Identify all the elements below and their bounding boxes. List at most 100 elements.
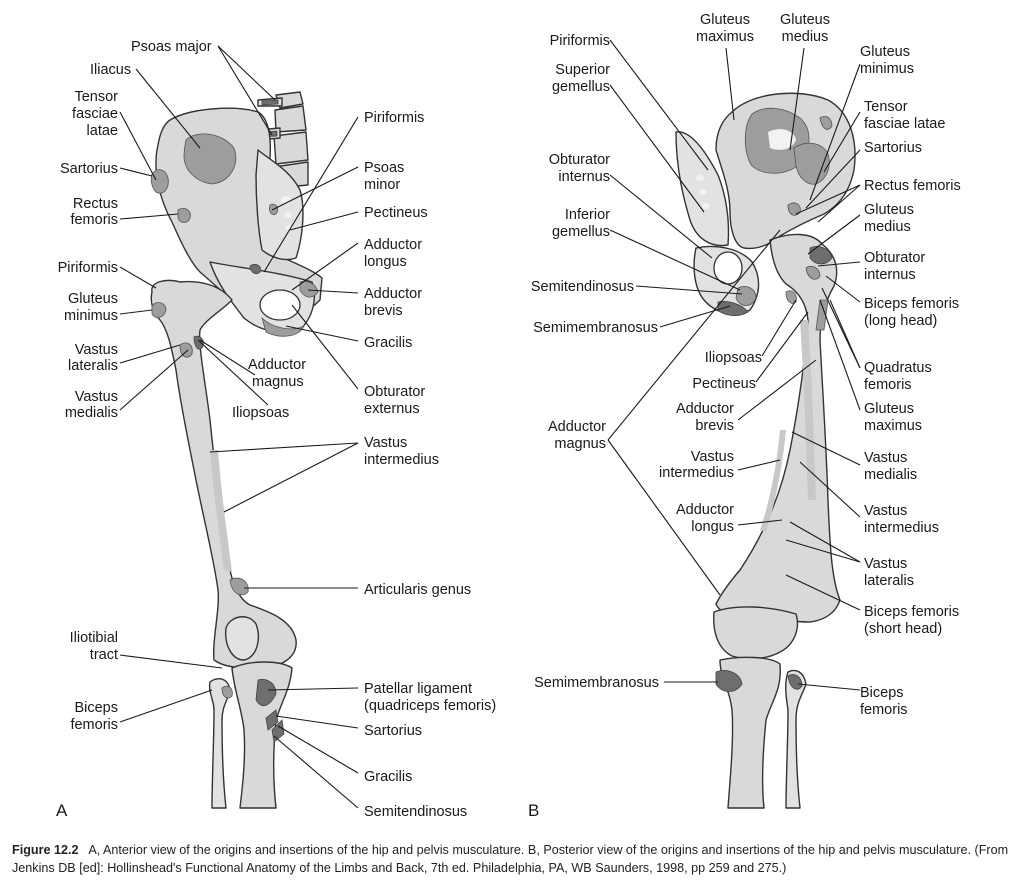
label-adductor-longus-b-2: longus: [691, 519, 734, 535]
label-obturator-externus-1: Obturator: [364, 384, 425, 400]
label-vastus-medialis-a-1: Vastus: [75, 389, 118, 405]
label-pectineus-a: Pectineus: [364, 205, 428, 221]
label-vastus-intermedius-b-right-2: intermedius: [864, 520, 939, 536]
label-biceps-femoris-a-2: femoris: [70, 717, 118, 733]
label-semitendinosus-a: Semitendinosus: [364, 804, 467, 820]
label-piriformis-b: Piriformis: [550, 33, 610, 49]
label-vastus-intermedius-a-1: Vastus: [364, 435, 407, 451]
label-semimembranosus-insertion: Semimembranosus: [534, 675, 659, 691]
label-adductor-brevis-a-2: brevis: [364, 303, 403, 319]
label-rectus-femoris-2: femoris: [70, 212, 118, 228]
label-adductor-magnus-b-1: Adductor: [548, 419, 606, 435]
caption-text: A, Anterior view of the origins and inse…: [12, 843, 1009, 875]
label-quadratus-femoris-2: femoris: [864, 377, 912, 393]
label-tensor-b-1: Tensor: [864, 99, 908, 115]
label-iliotibial-2: tract: [90, 647, 118, 663]
label-biceps-femoris-b-low-2: femoris: [860, 702, 908, 718]
caption-figure-number: Figure 12.2: [12, 843, 79, 857]
label-sartorius-insertion: Sartorius: [364, 723, 422, 739]
label-adductor-brevis-a-1: Adductor: [364, 286, 422, 302]
label-semimembranosus-b: Semimembranosus: [533, 320, 658, 336]
panel-a-labels: Psoas major Iliacus Tensor fasciae latae…: [56, 39, 496, 820]
label-inferior-gemellus-2: gemellus: [552, 224, 610, 240]
label-vastus-lateralis-b-2: lateralis: [864, 573, 914, 589]
label-iliopsoas-a: Iliopsoas: [232, 405, 289, 421]
label-gluteus-maximus-b-right-2: maximus: [864, 418, 922, 434]
panel-b-leaders: [607, 39, 861, 691]
label-gluteus-maximus-b-top-2: maximus: [696, 29, 754, 45]
label-gluteus-maximus-b-right-1: Gluteus: [864, 401, 914, 417]
label-obturator-internus-b-right-1: Obturator: [864, 250, 925, 266]
label-tensor-fasciae-latae-1: Tensor: [74, 89, 118, 105]
panel-b-illustration: [675, 92, 856, 809]
label-biceps-femoris-b-low-1: Biceps: [860, 685, 904, 701]
panel-a-leaders: [119, 45, 359, 809]
label-gluteus-medius-b-top-1: Gluteus: [780, 12, 830, 28]
label-vastus-medialis-b-2: medialis: [864, 467, 917, 483]
label-obturator-externus-2: externus: [364, 401, 420, 417]
label-rectus-femoris-1: Rectus: [73, 196, 118, 212]
label-vastus-intermedius-a-2: intermedius: [364, 452, 439, 468]
label-vastus-lateralis-a-2: lateralis: [68, 358, 118, 374]
label-psoas-minor-1: Psoas: [364, 160, 404, 176]
label-gluteus-medius-b-right-1: Gluteus: [864, 202, 914, 218]
label-biceps-femoris-a-1: Biceps: [74, 700, 118, 716]
label-gluteus-medius-b-right-2: medius: [864, 219, 911, 235]
label-adductor-longus-a-1: Adductor: [364, 237, 422, 253]
label-adductor-longus-b-1: Adductor: [676, 502, 734, 518]
label-inferior-gemellus-1: Inferior: [565, 207, 610, 223]
label-adductor-brevis-b-2: brevis: [695, 418, 734, 434]
label-adductor-longus-a-2: longus: [364, 254, 407, 270]
label-vastus-intermedius-b-1: Vastus: [691, 449, 734, 465]
label-piriformis-a-right: Piriformis: [364, 110, 424, 126]
label-obturator-internus-b-right-2: internus: [864, 267, 916, 283]
label-gluteus-minimus-a-1: Gluteus: [68, 291, 118, 307]
label-biceps-femoris-short-2: (short head): [864, 621, 942, 637]
label-biceps-femoris-long-1: Biceps femoris: [864, 296, 959, 312]
label-vastus-lateralis-a-1: Vastus: [75, 342, 118, 358]
label-gluteus-medius-b-top-2: medius: [782, 29, 829, 45]
label-articularis-genus: Articularis genus: [364, 582, 471, 598]
label-vastus-medialis-b-1: Vastus: [864, 450, 907, 466]
label-adductor-magnus-a-1: Adductor: [248, 357, 306, 373]
label-iliopsoas-b: Iliopsoas: [705, 350, 762, 366]
panel-b-labels: Gluteus maximus Gluteus medius Piriformi…: [528, 12, 961, 820]
label-vastus-lateralis-b-1: Vastus: [864, 556, 907, 572]
panel-a-illustration: [150, 91, 323, 809]
label-pectineus-b: Pectineus: [692, 376, 756, 392]
label-tensor-fasciae-latae-2: fasciae: [72, 106, 118, 122]
label-gluteus-minimus-b-2: minimus: [860, 61, 914, 77]
label-sartorius-b: Sartorius: [864, 140, 922, 156]
label-adductor-magnus-a-2: magnus: [252, 374, 304, 390]
label-quadratus-femoris-1: Quadratus: [864, 360, 932, 376]
label-patellar-ligament-2: (quadriceps femoris): [364, 698, 496, 714]
label-gluteus-minimus-a-2: minimus: [64, 308, 118, 324]
label-gracilis-a: Gracilis: [364, 335, 412, 351]
label-biceps-femoris-long-2: (long head): [864, 313, 937, 329]
label-piriformis-a: Piriformis: [58, 260, 118, 276]
label-adductor-brevis-b-1: Adductor: [676, 401, 734, 417]
label-obturator-internus-b-1: Obturator: [549, 152, 610, 168]
label-semitendinosus-b: Semitendinosus: [531, 279, 634, 295]
label-psoas-minor-2: minor: [364, 177, 400, 193]
label-vastus-intermedius-b-2: intermedius: [659, 465, 734, 481]
label-superior-gemellus-2: gemellus: [552, 79, 610, 95]
panel-a-letter: A: [56, 801, 68, 820]
label-rectus-femoris-b: Rectus femoris: [864, 178, 961, 194]
label-vastus-medialis-a-2: medialis: [65, 405, 118, 421]
label-tensor-b-2: fasciae latae: [864, 116, 945, 132]
panel-b-letter: B: [528, 801, 539, 820]
label-obturator-internus-b-2: internus: [558, 169, 610, 185]
label-gluteus-minimus-b-1: Gluteus: [860, 44, 910, 60]
label-psoas-major: Psoas major: [131, 39, 212, 55]
label-iliotibial-1: Iliotibial: [70, 630, 118, 646]
figure-caption: Figure 12.2 A, Anterior view of the orig…: [12, 841, 1012, 877]
label-adductor-magnus-b-2: magnus: [554, 436, 606, 452]
label-gracilis-insertion: Gracilis: [364, 769, 412, 785]
label-gluteus-maximus-b-top-1: Gluteus: [700, 12, 750, 28]
label-vastus-intermedius-b-right-1: Vastus: [864, 503, 907, 519]
label-biceps-femoris-short-1: Biceps femoris: [864, 604, 959, 620]
label-tensor-fasciae-latae-3: latae: [87, 123, 118, 139]
label-patellar-ligament-1: Patellar ligament: [364, 681, 472, 697]
label-iliacus: Iliacus: [90, 62, 131, 78]
